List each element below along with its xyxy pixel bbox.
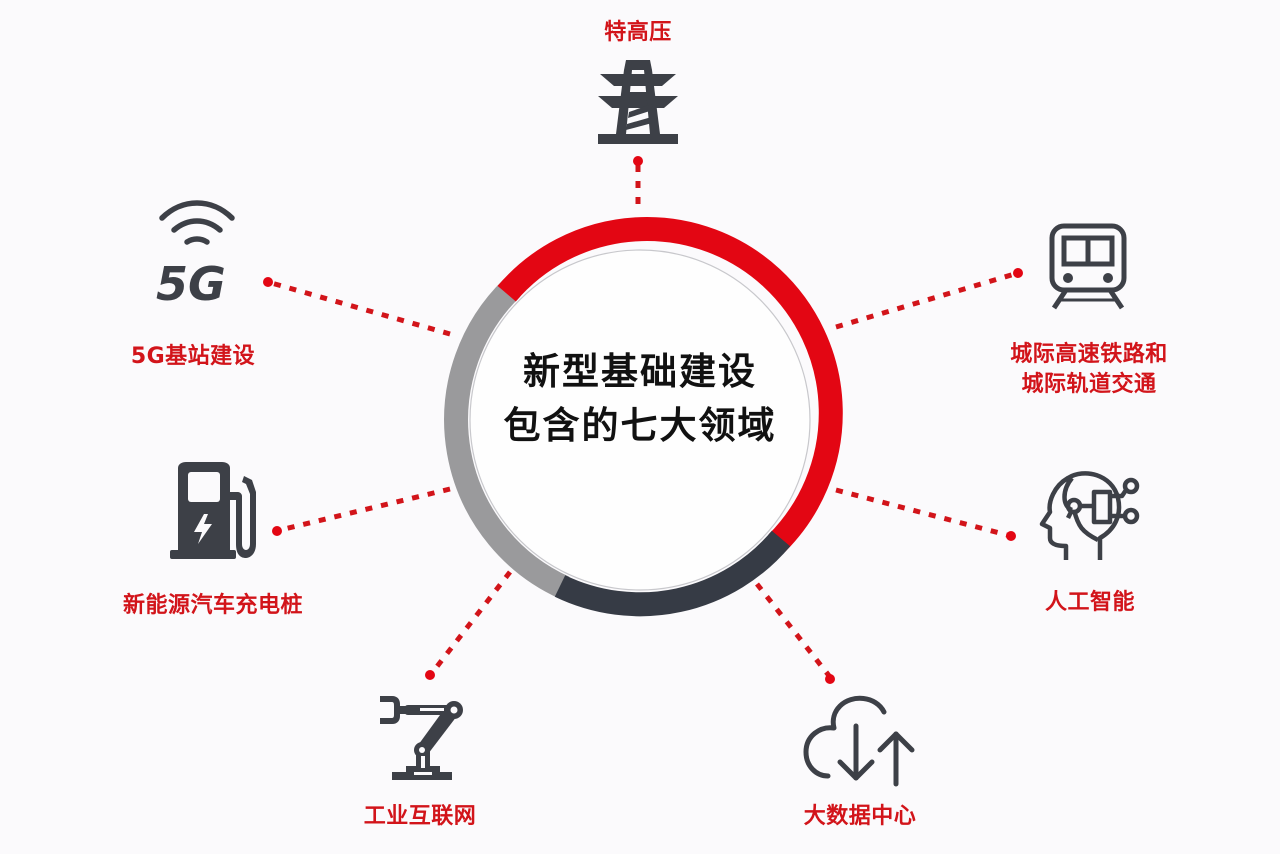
5g-signal-icon: 5G [156,200,235,308]
center-title-line2: 包含的七大领域 [503,404,777,447]
power-tower-icon [598,60,678,144]
node-label-iiot: 工业互联网 [363,804,477,829]
5g-text: 5G [156,257,226,308]
connector-rail [835,270,1019,330]
connector-end-dots [263,156,1023,684]
node-label-5g: 5G基站建设 [130,344,256,369]
ring-segment-dark [554,530,791,617]
connector-datacenter [755,582,832,679]
node-label-rail-line1: 城际高速铁路和 [1010,342,1168,367]
charging-station-icon [170,462,256,559]
train-icon [1049,223,1127,310]
connector-ev [275,486,451,534]
connector-ai [835,487,1012,539]
node-label-uhv: 特高压 [604,20,672,45]
center-ring [444,217,843,617]
ring-segment-gray [444,279,570,599]
node-label-datacenter: 大数据中心 [803,804,917,829]
ring-segment-red [497,217,843,552]
center-title-line1: 新型基础建设 [523,350,757,393]
connector-lines [267,165,1019,679]
ai-head-icon [1039,471,1140,560]
node-label-rail-line2: 城际轨道交通 [1021,372,1157,397]
node-label-ev: 新能源汽车充电桩 [122,593,303,618]
center-title: 新型基础建设 包含的七大领域 [440,345,840,453]
node-label-ai: 人工智能 [1044,590,1135,615]
connector-5g [267,279,451,337]
robot-arm-icon [380,696,463,780]
inner-circle [469,249,811,591]
cloud-sync-icon [803,695,915,787]
connector-iiot [430,570,512,675]
node-label-rail: 城际高速铁路和 城际轨道交通 [984,340,1194,400]
